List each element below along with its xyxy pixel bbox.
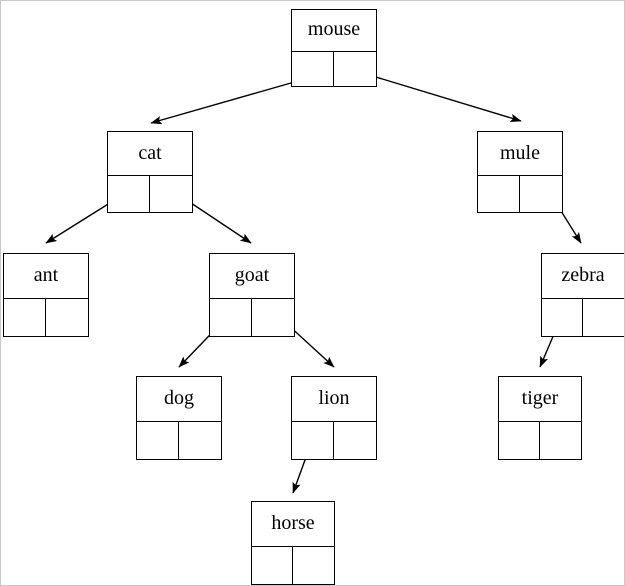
right-pointer-cell-cat[interactable]: [150, 176, 192, 212]
right-pointer-cell-ant[interactable]: [46, 299, 88, 336]
node-pointer-cells-lion: [292, 422, 376, 459]
node-pointer-cells-mouse: [292, 51, 376, 86]
node-pointer-cells-ant: [4, 299, 88, 336]
tree-node-goat[interactable]: goat: [209, 253, 295, 337]
right-pointer-cell-mouse[interactable]: [334, 52, 376, 86]
node-pointer-cells-mule: [478, 176, 562, 212]
right-pointer-cell-horse[interactable]: [293, 547, 334, 584]
tree-node-lion[interactable]: lion: [291, 376, 377, 460]
left-pointer-cell-cat[interactable]: [108, 176, 150, 212]
right-pointer-cell-mule[interactable]: [520, 176, 562, 212]
left-pointer-cell-ant[interactable]: [4, 299, 46, 336]
node-label-tiger: tiger: [499, 377, 581, 423]
left-pointer-cell-mule[interactable]: [478, 176, 520, 212]
node-label-ant: ant: [4, 254, 88, 300]
node-label-zebra: zebra: [542, 254, 624, 300]
right-pointer-cell-lion[interactable]: [334, 422, 376, 459]
left-pointer-cell-zebra[interactable]: [542, 299, 583, 336]
tree-node-mule[interactable]: mule: [477, 131, 563, 213]
left-pointer-cell-dog[interactable]: [137, 422, 179, 459]
left-pointer-cell-lion[interactable]: [292, 422, 334, 459]
tree-node-zebra[interactable]: zebra: [541, 253, 624, 337]
node-label-lion: lion: [292, 377, 376, 423]
right-pointer-cell-dog[interactable]: [179, 422, 221, 459]
right-pointer-cell-goat[interactable]: [252, 299, 294, 336]
tree-node-mouse[interactable]: mouse: [291, 9, 377, 87]
right-pointer-cell-tiger[interactable]: [540, 422, 581, 459]
tree-node-cat[interactable]: cat: [107, 131, 193, 213]
node-pointer-cells-cat: [108, 176, 192, 212]
left-pointer-cell-tiger[interactable]: [499, 422, 540, 459]
right-pointer-cell-zebra[interactable]: [583, 299, 624, 336]
left-pointer-cell-goat[interactable]: [210, 299, 252, 336]
node-label-horse: horse: [252, 502, 334, 548]
tree-node-dog[interactable]: dog: [136, 376, 222, 460]
left-pointer-cell-mouse[interactable]: [292, 51, 334, 86]
node-pointer-cells-horse: [252, 547, 334, 584]
tree-node-ant[interactable]: ant: [3, 253, 89, 337]
tree-node-horse[interactable]: horse: [251, 501, 335, 585]
tree-edge-mouse-right-mule: [355, 70, 522, 122]
node-label-cat: cat: [108, 132, 192, 176]
node-pointer-cells-zebra: [542, 299, 624, 336]
left-pointer-cell-horse[interactable]: [252, 547, 293, 584]
tree-node-tiger[interactable]: tiger: [498, 376, 582, 460]
node-pointer-cells-dog: [137, 422, 221, 459]
node-pointer-cells-goat: [210, 299, 294, 336]
node-pointer-cells-tiger: [499, 422, 581, 459]
node-label-dog: dog: [137, 377, 221, 423]
node-label-mule: mule: [478, 132, 562, 176]
node-label-goat: goat: [210, 254, 294, 300]
node-label-mouse: mouse: [292, 10, 376, 52]
